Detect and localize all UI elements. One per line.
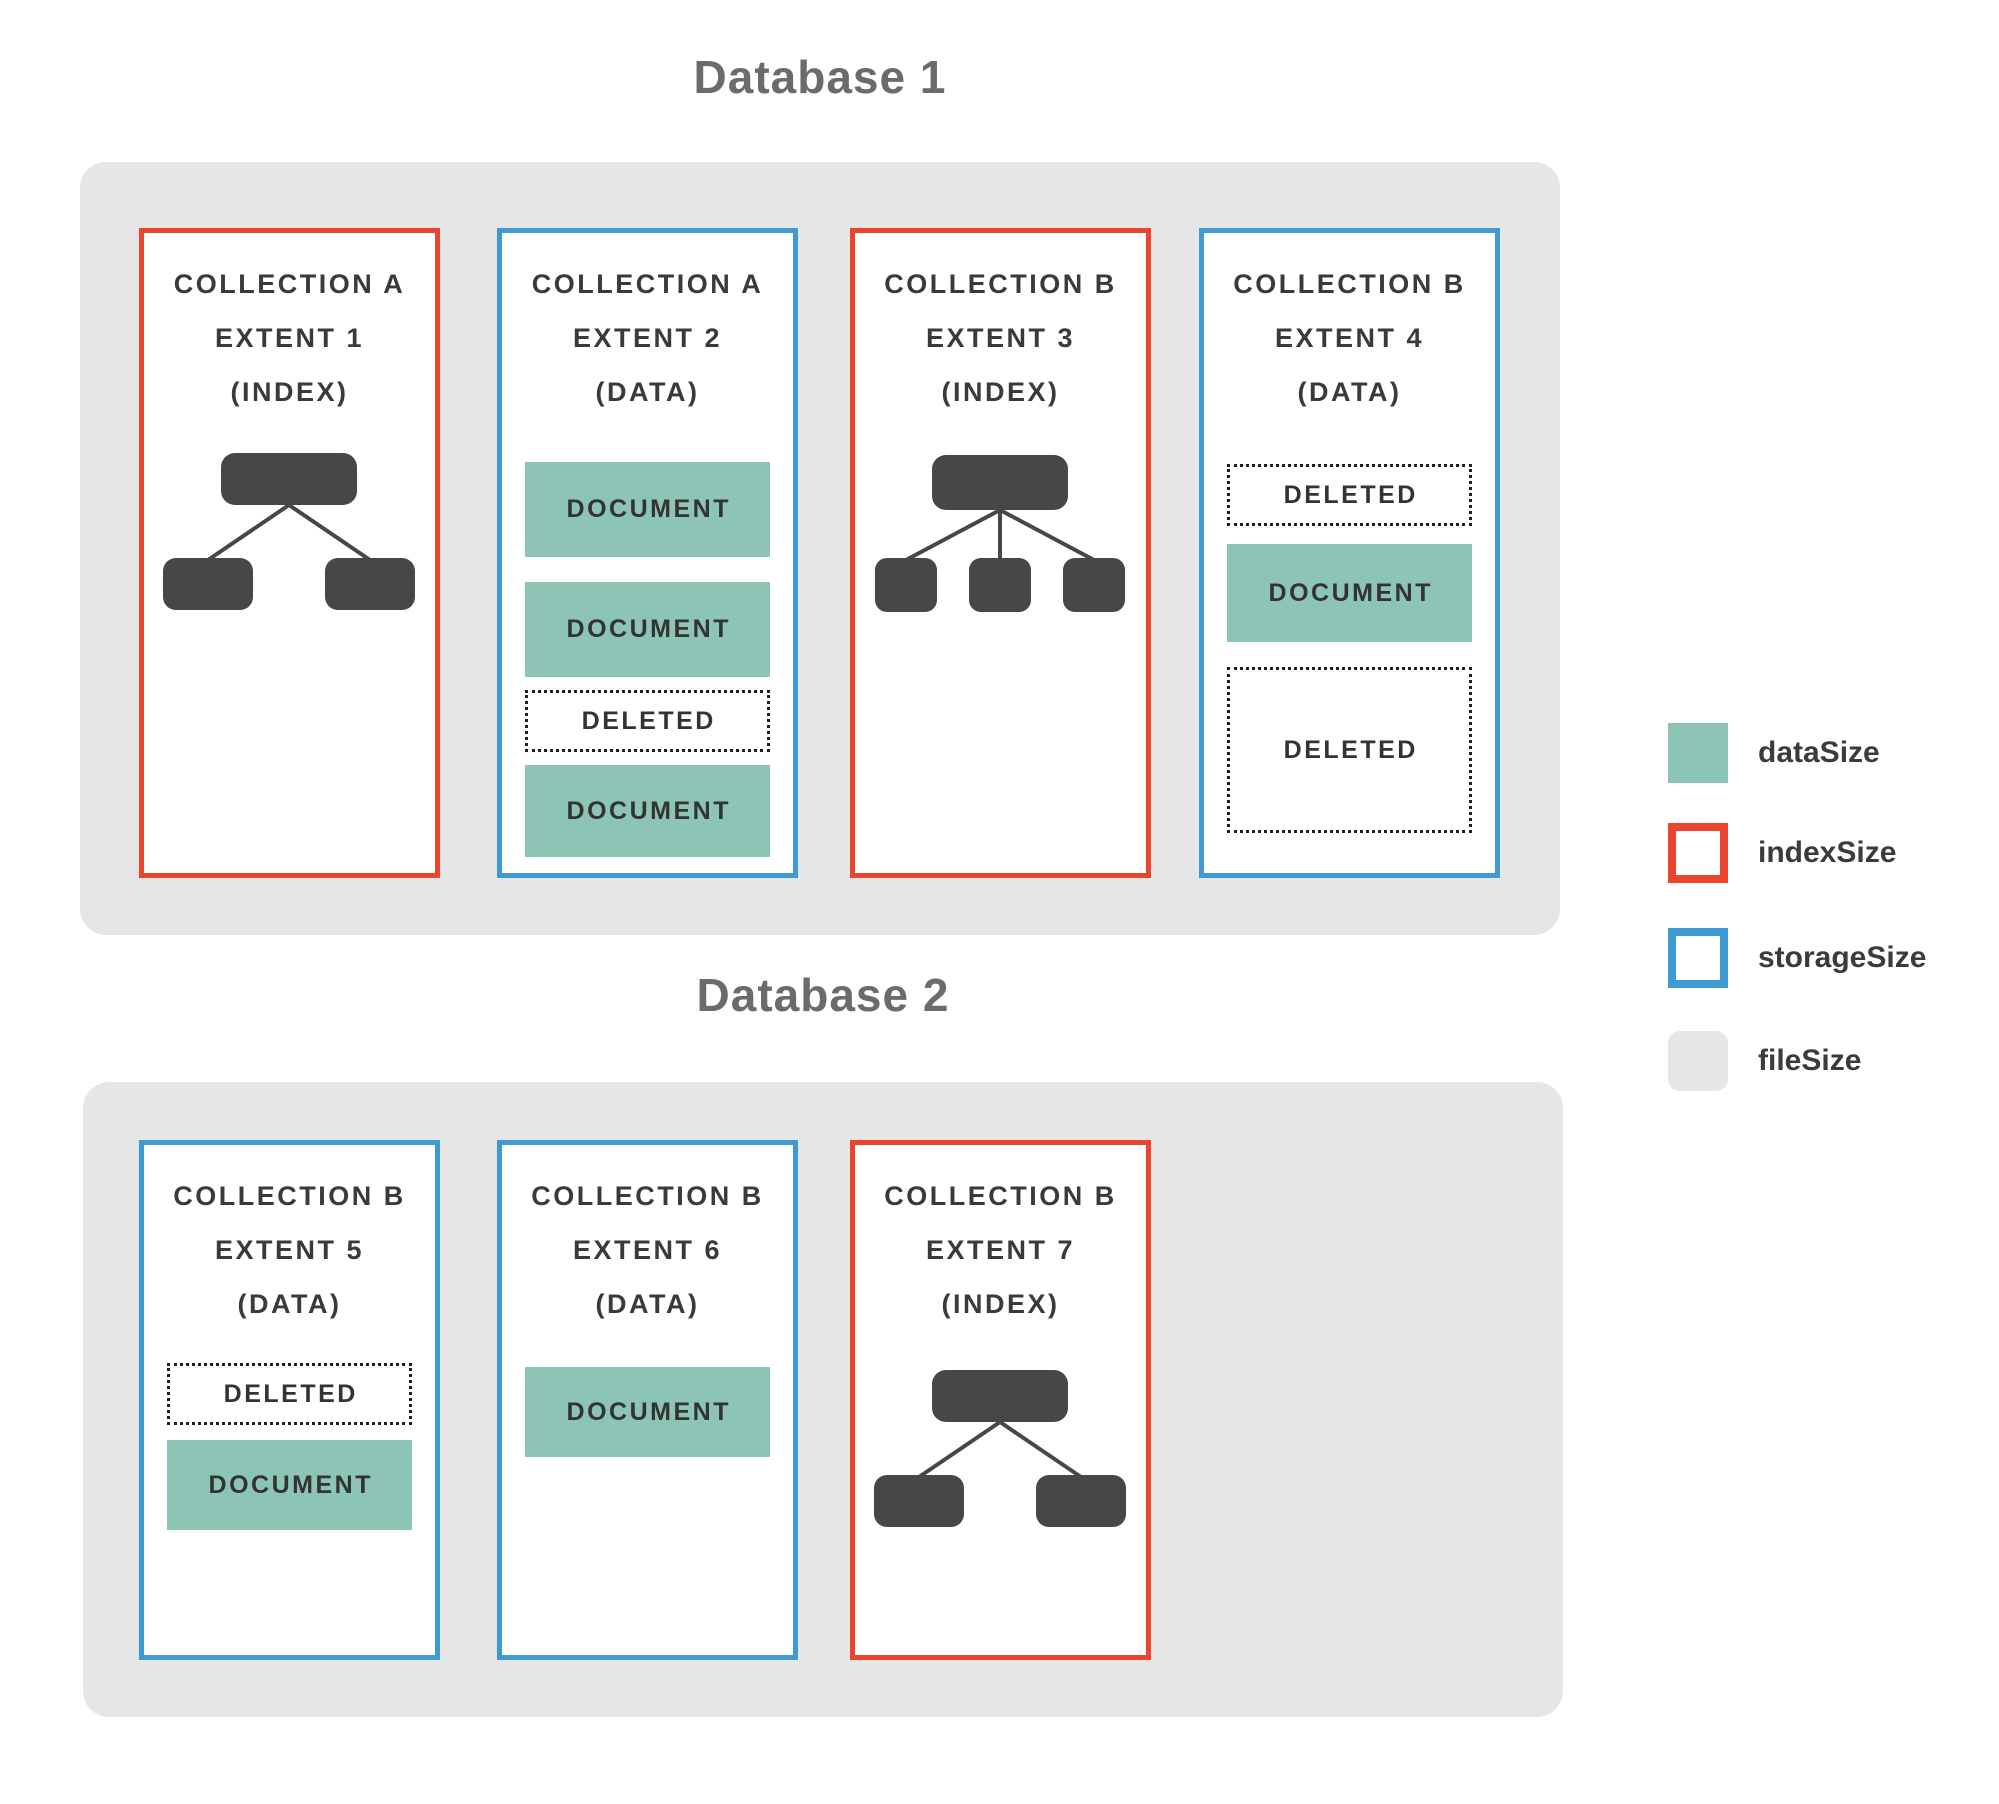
legend-item-filesize: fileSize [1668,1030,1861,1092]
document-block: DOCUMENT [525,1367,770,1457]
deleted-block: DELETED [1227,464,1472,526]
legend-item-storagesize: storageSize [1668,927,1926,989]
extent-label: EXTENT 3 [925,323,1076,353]
btree-index-icon [875,455,1125,612]
btree-index-icon [163,453,415,610]
extent-type-label: (DATA) [1297,377,1402,407]
extent-box-2: COLLECTION A EXTENT 2 (DATA) DOCUMENT DO… [497,228,798,878]
legend-label: indexSize [1758,836,1897,869]
document-block: DOCUMENT [525,462,770,557]
document-block: DOCUMENT [525,765,770,857]
deleted-block: DELETED [167,1363,412,1425]
collection-label: COLLECTION B [1233,269,1466,299]
extent-box-6: COLLECTION B EXTENT 6 (DATA) DOCUMENT [497,1140,798,1660]
collection-label: COLLECTION A [531,269,764,299]
document-block: DOCUMENT [1227,544,1472,642]
extent-5-header: COLLECTION B EXTENT 5 (DATA) [144,1145,435,1331]
legend-label: dataSize [1758,736,1880,769]
extent-box-4: COLLECTION B EXTENT 4 (DATA) DELETED DOC… [1199,228,1500,878]
extent-box-1: COLLECTION A EXTENT 1 (INDEX) [139,228,440,878]
extent-type-label: (INDEX) [230,377,349,407]
collection-label: COLLECTION B [884,269,1117,299]
extent-label: EXTENT 4 [1274,323,1425,353]
extent-label: EXTENT 6 [572,1235,723,1265]
deleted-block: DELETED [525,690,770,752]
database-1-title: Database 1 [693,51,947,103]
indexsize-swatch-icon [1668,823,1728,883]
extent-label: EXTENT 5 [214,1235,365,1265]
extent-label: EXTENT 7 [925,1235,1076,1265]
extent-type-label: (INDEX) [941,1289,1060,1319]
extent-4-header: COLLECTION B EXTENT 4 (DATA) [1204,233,1495,419]
collection-label: COLLECTION B [531,1181,764,1211]
collection-label: COLLECTION B [173,1181,406,1211]
database-2-title: Database 2 [696,969,950,1021]
extent-label: EXTENT 2 [572,323,723,353]
extent-label: EXTENT 1 [214,323,365,353]
extent-box-5: COLLECTION B EXTENT 5 (DATA) DELETED DOC… [139,1140,440,1660]
btree-index-icon [874,1370,1126,1527]
extent-7-header: COLLECTION B EXTENT 7 (INDEX) [855,1145,1146,1331]
extent-3-header: COLLECTION B EXTENT 3 (INDEX) [855,233,1146,419]
legend-item-datasize: dataSize [1668,722,1880,784]
extent-box-3: COLLECTION B EXTENT 3 (INDEX) [850,228,1151,878]
datasize-swatch-icon [1668,723,1728,783]
legend-label: fileSize [1758,1044,1862,1077]
legend-item-indexsize: indexSize [1668,822,1896,884]
extent-type-label: (INDEX) [941,377,1060,407]
extent-6-header: COLLECTION B EXTENT 6 (DATA) [502,1145,793,1331]
extent-box-7: COLLECTION B EXTENT 7 (INDEX) [850,1140,1151,1660]
storagesize-swatch-icon [1668,928,1728,988]
filesize-swatch-icon [1668,1031,1728,1091]
extent-type-label: (DATA) [595,377,700,407]
legend-label: storageSize [1758,941,1927,974]
extent-type-label: (DATA) [237,1289,342,1319]
document-block: DOCUMENT [167,1440,412,1530]
extent-1-header: COLLECTION A EXTENT 1 (INDEX) [144,233,435,419]
document-block: DOCUMENT [525,582,770,677]
extent-2-header: COLLECTION A EXTENT 2 (DATA) [502,233,793,419]
collection-label: COLLECTION B [884,1181,1117,1211]
deleted-block: DELETED [1227,667,1472,833]
collection-label: COLLECTION A [173,269,406,299]
extent-type-label: (DATA) [595,1289,700,1319]
